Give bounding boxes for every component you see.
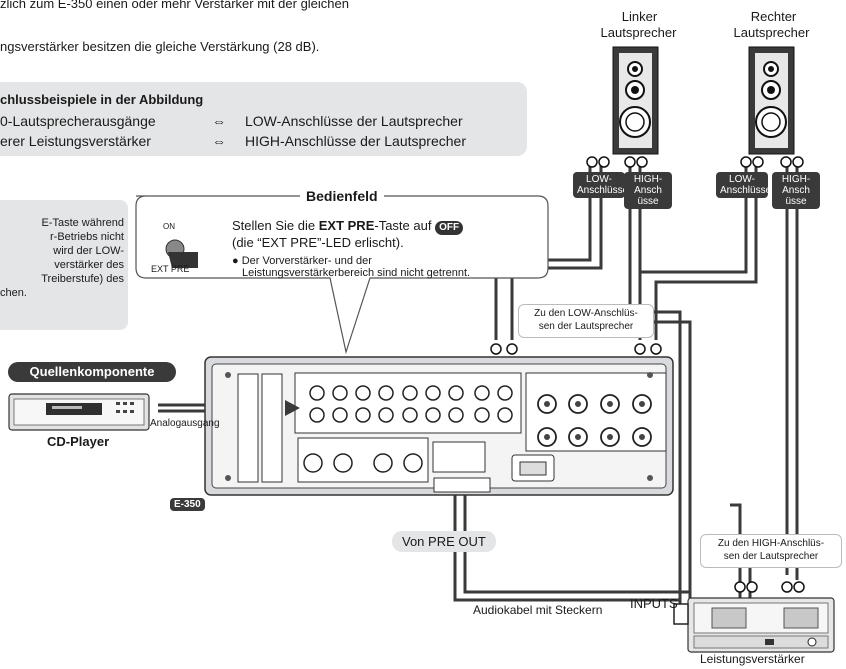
left-speaker <box>612 46 659 155</box>
to-high-label: Zu den HIGH-Anschlüs- sen der Lautsprech… <box>700 534 842 568</box>
panel-bullet-line-2: Leistungsverstärkerbereich sind nicht ge… <box>242 267 471 279</box>
intro-line-1: zlich zum E-350 einen oder mehr Verstärk… <box>0 0 349 11</box>
left-low-pill: LOW-Anschlüsse <box>573 172 628 198</box>
ext-pre-label: EXT PRE <box>151 264 190 274</box>
panel-instruction-line-1: Stellen Sie die EXT PRE-Taste auf OFF <box>232 218 464 235</box>
side-note-line: chen. <box>0 287 27 299</box>
side-note-line: Treiberstufe) des <box>41 273 124 285</box>
side-note-line: verstärker des <box>54 259 124 271</box>
panel-instruction-line-2: (die “EXT PRE”-LED erlischt). <box>232 235 404 250</box>
side-note-box <box>0 200 128 330</box>
side-note-line: E-Taste während <box>41 217 124 229</box>
source-badge: Quellenkomponente <box>8 362 176 382</box>
cd-player <box>8 393 150 431</box>
side-note-text: E-Taste während r-Betriebs nicht wird de… <box>0 216 124 300</box>
left-speaker-title-1: Linker <box>621 9 658 24</box>
example-row-1-left: 0-Lautsprecherausgänge <box>0 113 156 129</box>
on-label: ON <box>163 222 175 231</box>
side-note-line: wird der LOW- <box>53 245 124 257</box>
power-amp-label: Leistungsverstärker <box>700 652 805 666</box>
left-speaker-title-2: Lautsprecher <box>600 25 677 40</box>
cable-label: Audiokabel mit Steckern <box>473 603 603 617</box>
right-speaker-title-1: Rechter <box>750 9 797 24</box>
example-box <box>0 82 527 156</box>
model-badge: E-350 <box>170 498 205 511</box>
example-row-1-right: LOW-Anschlüsse der Lautsprecher <box>245 113 463 129</box>
e350-rear-panel <box>204 356 674 496</box>
example-row-2-right: HIGH-Anschlüsse der Lautsprecher <box>245 133 466 149</box>
example-title: chlussbeispiele in der Abbildung <box>0 92 204 107</box>
to-high-line: sen der Lautsprecher <box>723 551 819 562</box>
right-low-pill: LOW-Anschlüsse <box>716 172 771 198</box>
example-row-2-left: erer Leistungsverstärker <box>0 133 151 149</box>
to-low-label: Zu den LOW-Anschlüs- sen der Lautspreche… <box>518 304 654 338</box>
side-note-line: r-Betriebs nicht <box>50 231 124 243</box>
right-speaker-title-2: Lautsprecher <box>733 25 810 40</box>
right-speaker <box>748 46 795 155</box>
inputs-label: INPUTS <box>630 596 678 611</box>
off-badge: OFF <box>435 221 464 235</box>
panel-title: Bedienfeld <box>300 188 384 204</box>
example-row-1-arrow: ⇔ <box>212 113 226 129</box>
intro-line-2: ngsverstärker besitzen die gleiche Verst… <box>0 39 320 54</box>
cd-player-label: CD-Player <box>47 434 110 449</box>
to-high-line: Zu den HIGH-Anschlüs- <box>717 538 825 549</box>
to-low-line: Zu den LOW-Anschlüs- <box>534 308 638 319</box>
analog-out-label: Analogausgang <box>150 418 220 429</box>
panel-bullet-line-1: ● Der Vorverstärker- und der <box>232 255 372 267</box>
power-amplifier <box>673 597 835 653</box>
right-high-pill: HIGH-Ansch üsse <box>772 172 820 209</box>
to-low-line: sen der Lautsprecher <box>538 321 634 332</box>
example-row-2-arrow: ⇔ <box>212 133 226 149</box>
left-high-pill: HIGH-Ansch üsse <box>624 172 672 209</box>
pre-out-label: Von PRE OUT <box>392 531 496 552</box>
